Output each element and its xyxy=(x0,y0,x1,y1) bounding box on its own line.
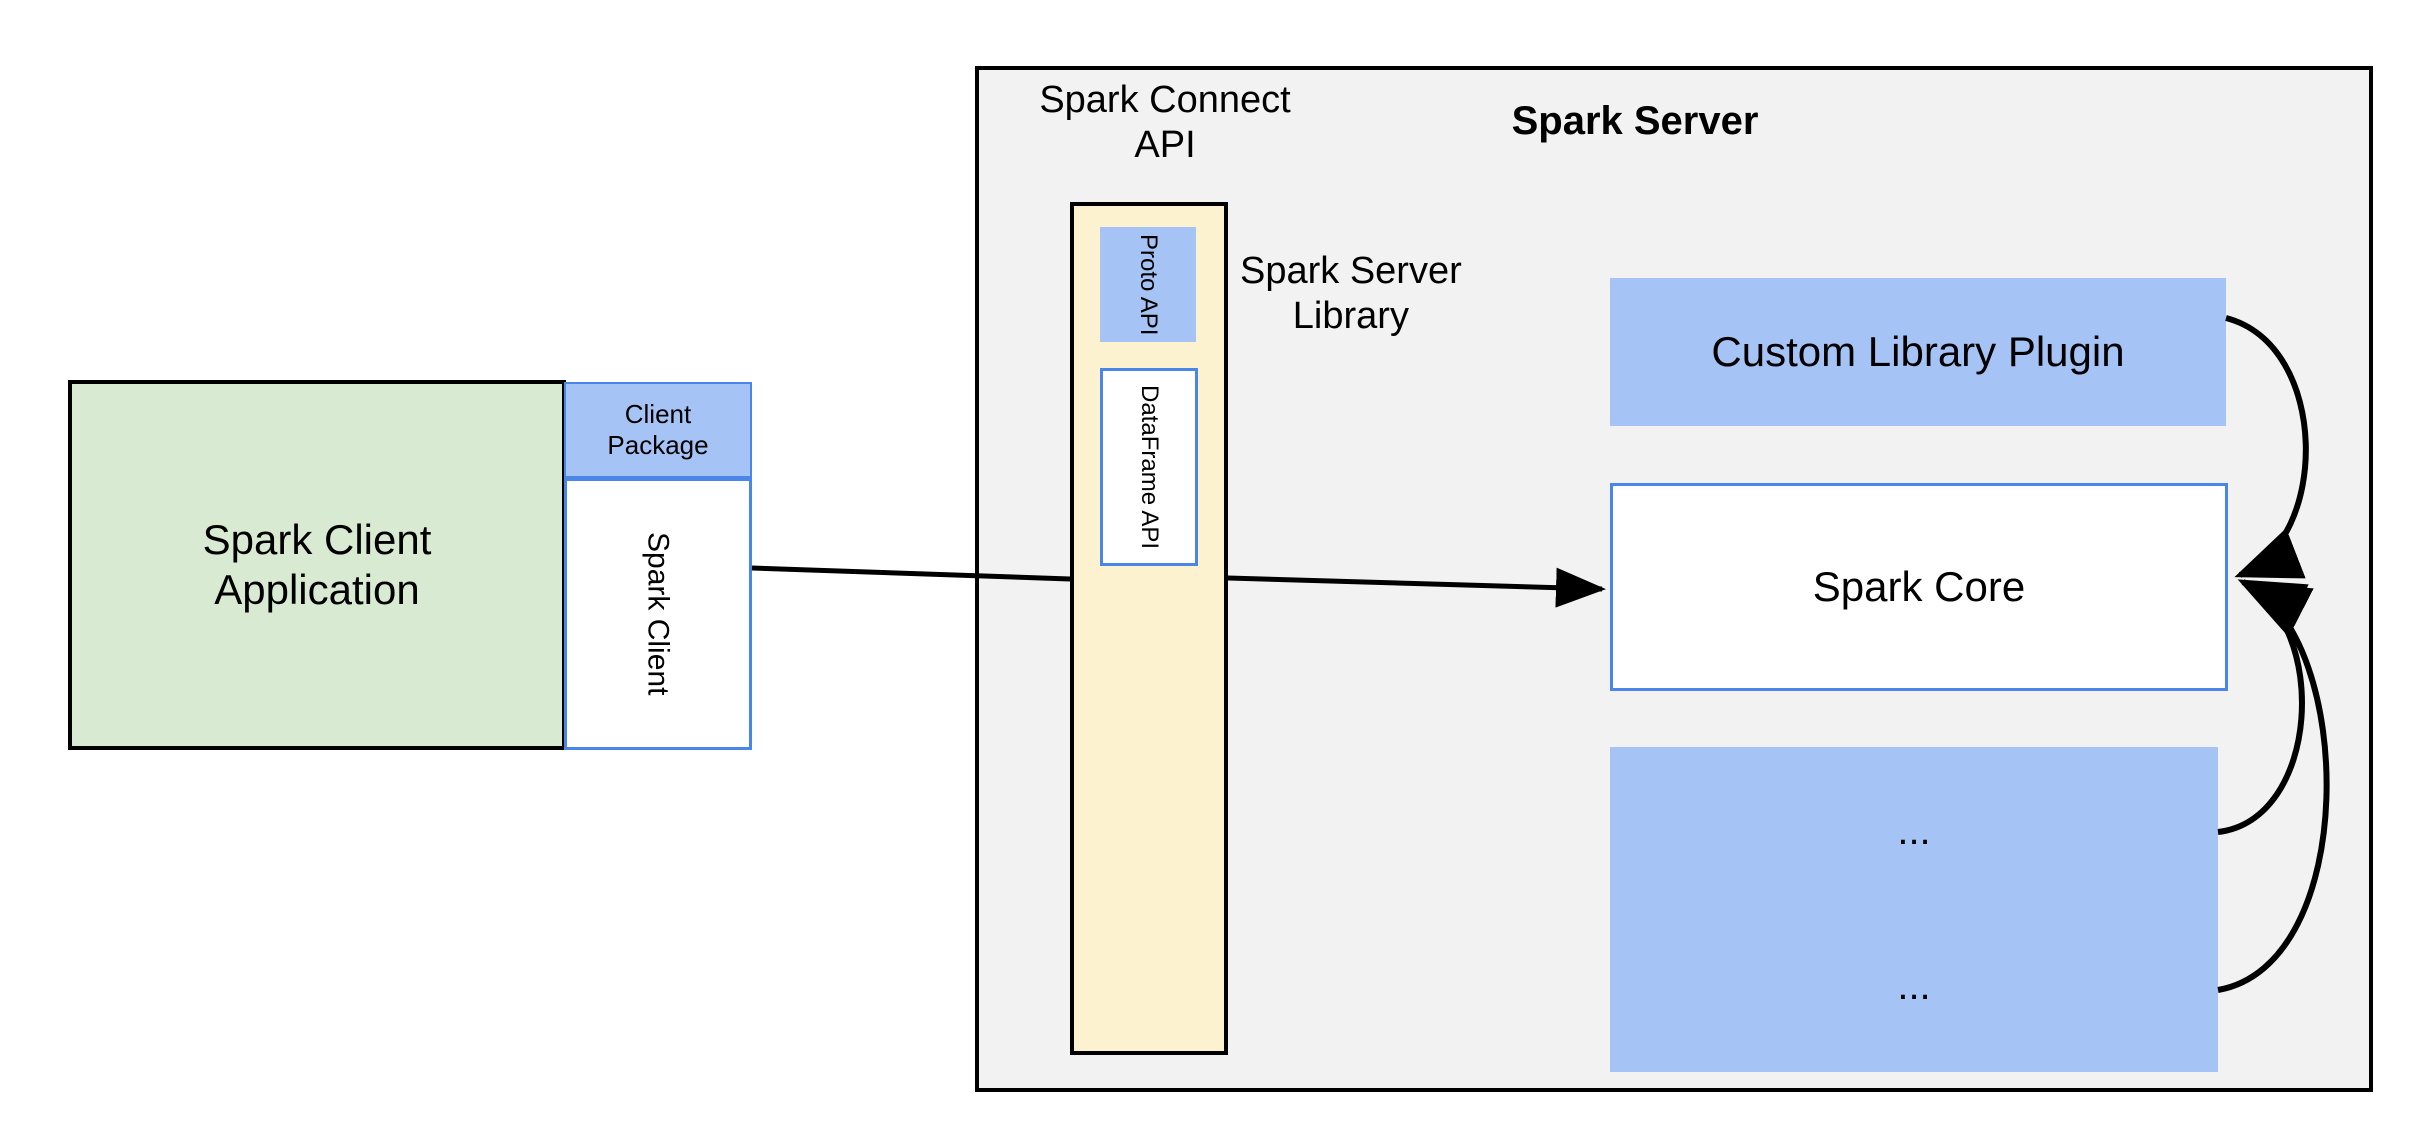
server-block-ellipsis-2-label: ... xyxy=(1897,964,1931,1009)
server-block-ellipsis-1[interactable]: ... xyxy=(1610,747,2218,917)
proto-api-label: Proto API xyxy=(1135,233,1163,336)
server-block-ellipsis-1-label: ... xyxy=(1897,809,1931,854)
spark-client-box[interactable]: Spark Client xyxy=(564,478,752,750)
spark-client-application-box[interactable]: Spark Client Application xyxy=(68,380,566,750)
proto-api-box[interactable]: Proto API xyxy=(1100,227,1196,342)
server-block-ellipsis-2[interactable]: ... xyxy=(1610,902,2218,1072)
dataframe-api-box[interactable]: DataFrame API xyxy=(1100,368,1198,566)
spark-core-label: Spark Core xyxy=(1812,563,2026,611)
client-package-box[interactable]: Client Package xyxy=(564,382,752,478)
client-package-label: Client Package xyxy=(607,399,709,460)
spark-core-box[interactable]: Spark Core xyxy=(1610,483,2228,691)
dataframe-api-label: DataFrame API xyxy=(1136,384,1164,550)
custom-library-plugin-label: Custom Library Plugin xyxy=(1711,328,2125,376)
spark-client-application-label: Spark Client Application xyxy=(202,516,432,613)
spark-server-title: Spark Server xyxy=(1511,99,1759,144)
spark-connect-api-column xyxy=(1070,202,1228,1055)
spark-connect-api-label: Spark Connect API xyxy=(1039,79,1291,166)
custom-library-plugin-box[interactable]: Custom Library Plugin xyxy=(1610,278,2226,426)
spark-client-label: Spark Client xyxy=(641,532,675,696)
spark-server-library-label: Spark Server Library xyxy=(1240,250,1462,337)
